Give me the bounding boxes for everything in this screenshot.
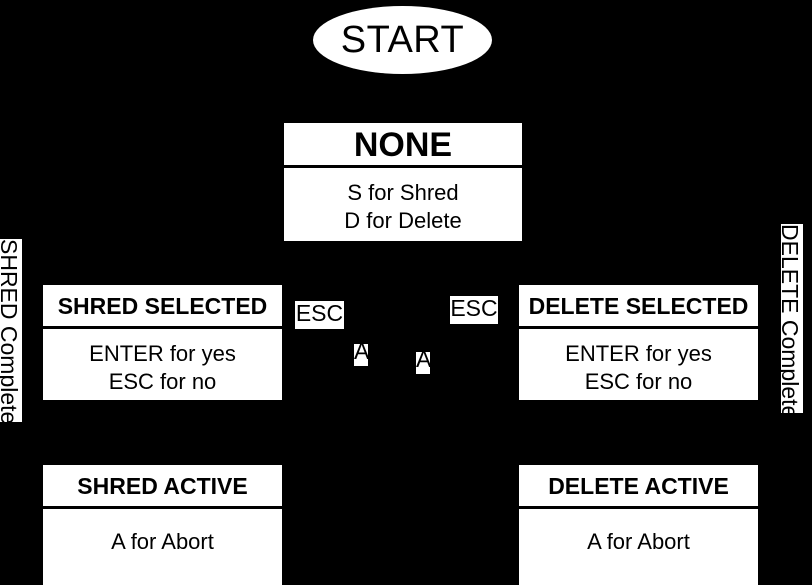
state-none-body-line-2: D for Delete: [344, 208, 462, 233]
start-node-label: START: [340, 19, 465, 61]
edge-label-abort-shred: A: [354, 338, 370, 366]
state-shred-active-body-line-1: A for Abort: [111, 529, 214, 554]
edge-label-shred-complete: SHRED Complete: [0, 239, 22, 422]
edge-label-abort-delete: A: [416, 346, 432, 374]
state-node-shred-active[interactable]: SHRED ACTIVE A for Abort: [43, 465, 282, 585]
state-none-body: S for Shred D for Delete: [284, 168, 522, 241]
edge-label-esc-delete: ESC: [450, 296, 498, 324]
state-node-delete-selected[interactable]: DELETE SELECTED ENTER for yes ESC for no: [519, 285, 758, 400]
state-shred-selected-body-line-1: ENTER for yes: [89, 341, 236, 366]
start-node[interactable]: START: [313, 6, 492, 74]
edge-label-esc-shred: ESC: [295, 301, 344, 329]
state-none-title: NONE: [284, 123, 522, 168]
state-delete-active-title: DELETE ACTIVE: [519, 465, 758, 509]
state-shred-active-title: SHRED ACTIVE: [43, 465, 282, 509]
state-shred-selected-body-line-2: ESC for no: [108, 369, 217, 394]
state-none-body-line-1: S for Shred: [347, 180, 459, 205]
state-shred-selected-body: ENTER for yes ESC for no: [43, 329, 282, 400]
state-delete-selected-body-line-1: ENTER for yes: [565, 341, 712, 366]
state-delete-active-body-line-1: A for Abort: [587, 529, 690, 554]
state-delete-selected-body-line-2: ESC for no: [584, 369, 693, 394]
edge-label-delete-complete: DELETE Complete: [781, 224, 803, 413]
state-node-delete-active[interactable]: DELETE ACTIVE A for Abort: [519, 465, 758, 585]
state-delete-active-body: A for Abort: [519, 509, 758, 585]
state-shred-active-body: A for Abort: [43, 509, 282, 585]
state-node-shred-selected[interactable]: SHRED SELECTED ENTER for yes ESC for no: [43, 285, 282, 400]
state-delete-selected-title: DELETE SELECTED: [519, 285, 758, 329]
state-shred-selected-title: SHRED SELECTED: [43, 285, 282, 329]
state-node-none[interactable]: NONE S for Shred D for Delete: [284, 123, 522, 241]
state-delete-selected-body: ENTER for yes ESC for no: [519, 329, 758, 400]
